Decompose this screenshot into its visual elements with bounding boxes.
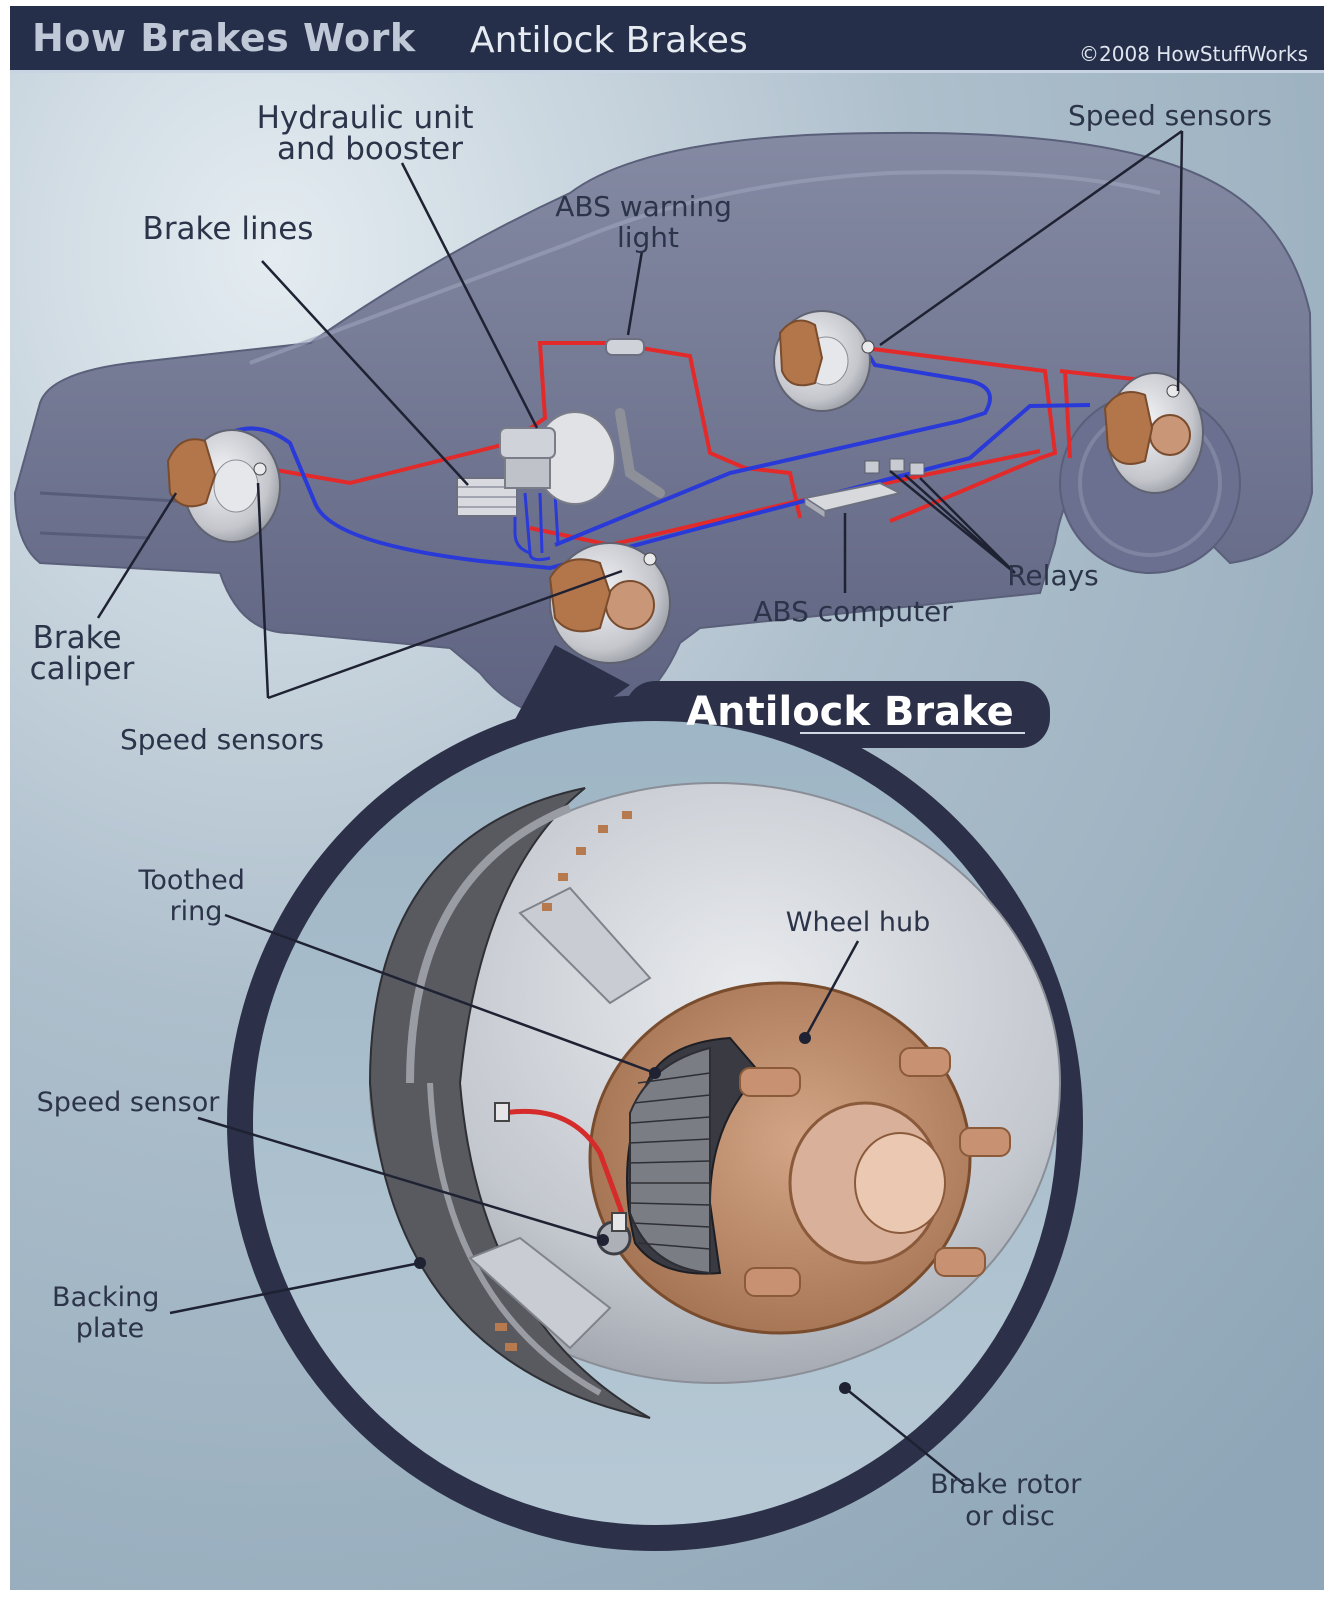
leader-dots [414,1032,851,1394]
leader-lines-detail [169,913,966,1486]
label-abs-computer: ABS computer [753,595,953,628]
header-subtitle: Antilock Brakes [470,20,748,61]
antilock-brakes-diagram: Hydraulic unit and booster Brake lines A… [10,73,1324,1590]
label-hydraulic-unit: Hydraulic unit and booster [257,100,484,167]
label-abs-warning-light: ABS warning light [555,190,741,254]
front-left-wheel [166,429,281,543]
label-brake-lines: Brake lines [143,211,314,247]
relays [864,458,925,476]
label-brake-caliper: Brake caliper [30,620,135,687]
abs-warning-light-icon [605,338,645,356]
label-backing-plate: Backing plate [52,1282,168,1344]
label-speed-sensors-top: Speed sensors [1068,99,1272,132]
header-title: How Brakes Work [32,16,416,60]
label-relays: Relays [1007,559,1099,592]
label-speed-sensors-bottom: Speed sensors [120,723,324,756]
hydraulic-unit [456,408,665,517]
rear-left-wheel [773,310,875,412]
label-wheel-hub: Wheel hub [786,907,930,938]
rotor-detail [368,782,1061,1419]
copyright: ©2008 HowStuffWorks [1079,42,1308,66]
detail-title: Antilock Brake [686,689,1014,735]
label-toothed-ring: Toothed ring [138,865,254,927]
leader-lines-top [96,129,1184,700]
label-speed-sensor: Speed sensor [37,1087,221,1118]
rear-right-wheel [1103,372,1204,494]
label-brake-rotor: Brake rotor or disc [930,1469,1090,1532]
abs-computer [802,481,903,519]
front-right-wheel [548,542,671,664]
header-bar: How Brakes Work Antilock Brakes ©2008 Ho… [10,6,1324,73]
